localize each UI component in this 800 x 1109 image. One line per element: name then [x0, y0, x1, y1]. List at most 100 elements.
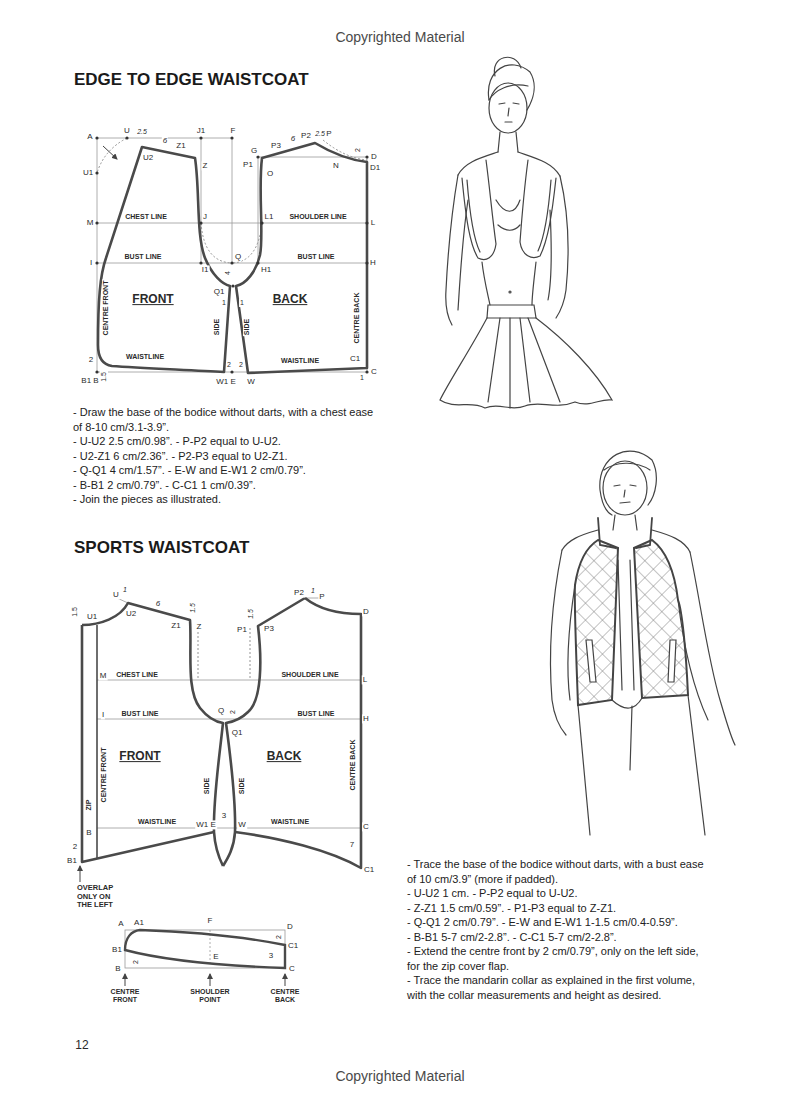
- point-label: C: [370, 367, 378, 376]
- axis-note: OVERLAP ONLY ON THE LEFT: [76, 884, 128, 910]
- instruction-note: - Z-Z1 1.5 cm/0.59”. - P1-P3 equal to Z-…: [407, 901, 712, 916]
- instruction-note: - Trace the base of the bodice without d…: [407, 857, 712, 886]
- watermark: Copyrighted Material: [335, 1068, 464, 1084]
- point-label: 3: [221, 811, 227, 820]
- point-label: WAISTLINE: [280, 357, 320, 365]
- point-label: B: [114, 964, 121, 973]
- point-label: 2: [88, 355, 94, 364]
- point-label: U2: [142, 153, 154, 162]
- point-label: 6: [155, 599, 161, 608]
- point-label: E: [212, 952, 219, 961]
- instruction-note: - B-B1 2 cm/0.79”. - C-C1 1 cm/0.39”.: [73, 478, 378, 493]
- point-label: C: [288, 964, 296, 973]
- point-label: I: [101, 710, 105, 719]
- point-label: P2: [300, 131, 312, 140]
- fashion-sketch: [550, 451, 735, 835]
- point-label: N: [332, 161, 340, 170]
- point-label: I: [89, 258, 93, 267]
- point-label: 1: [122, 586, 128, 594]
- instruction-note: - U2-Z1 6 cm/2.36”. - P2-P3 equal to U2-…: [73, 449, 378, 464]
- point-label: Z: [202, 161, 209, 170]
- point-label: 1: [310, 587, 316, 595]
- point-label: CENTRE BACK: [349, 739, 357, 792]
- point-label: 1.5: [71, 606, 79, 618]
- zip-line: [96, 625, 98, 858]
- point-label: 2: [238, 361, 244, 369]
- instruction-note: - Q-Q1 4 cm/1.57”. - E-W and E-W1 2 cm/0…: [73, 463, 378, 478]
- point-label: F: [207, 916, 214, 925]
- point-label: BUST LINE: [297, 710, 336, 718]
- point-label: 6: [290, 134, 296, 143]
- point-label: SIDE: [243, 318, 251, 336]
- point-label: U2: [125, 609, 137, 618]
- point-label: 2: [72, 842, 78, 851]
- point-label: 2: [229, 709, 237, 715]
- section-heading: SPORTS WAISTCOAT: [74, 538, 249, 558]
- point-label: B1: [111, 945, 123, 954]
- pattern-outline: [82, 598, 361, 868]
- axis-note: CENTRE BACK: [264, 988, 306, 1004]
- axis-note: SHOULDER POINT: [184, 988, 236, 1004]
- point-label: CENTRE FRONT: [102, 280, 110, 337]
- arrow: [103, 146, 117, 159]
- point-label: A: [117, 919, 124, 928]
- point-label: 1: [221, 299, 227, 307]
- point-label: Q1: [213, 287, 226, 296]
- point-label: Z: [196, 622, 203, 631]
- point-label: 1: [359, 374, 365, 382]
- arrow: [125, 974, 285, 986]
- point-label: 7: [349, 840, 355, 849]
- point-label: W: [237, 820, 247, 829]
- point-label: Z1: [175, 141, 186, 150]
- point-label: P: [325, 129, 332, 138]
- point-dots: [95, 136, 368, 373]
- point-label: 1.5: [247, 608, 255, 620]
- point-label: C: [362, 822, 370, 831]
- page-number: 12: [75, 1039, 88, 1053]
- point-label: 1.5: [189, 602, 197, 614]
- instruction-note: - B-B1 5-7 cm/2-2.8”. - C-C1 5-7 cm/2-2.…: [407, 930, 712, 945]
- point-label: P1: [236, 625, 248, 634]
- instruction-note: - Draw the base of the bodice without da…: [73, 405, 378, 434]
- point-label: CENTRE FRONT: [100, 747, 108, 804]
- point-label: D1: [369, 163, 381, 172]
- point-label: W: [246, 377, 256, 386]
- section-heading: EDGE TO EDGE WAISTCOAT: [74, 70, 309, 90]
- point-label: H: [362, 714, 370, 723]
- point-label: J: [202, 212, 208, 221]
- guide-lines: [97, 138, 367, 372]
- point-label: 3: [268, 951, 274, 960]
- point-label: U1: [86, 612, 98, 621]
- point-label: L1: [264, 212, 275, 221]
- point-label: SHOULDER LINE: [280, 671, 339, 679]
- point-label: O: [266, 169, 274, 178]
- point-label: CHEST LINE: [124, 213, 168, 221]
- point-label: I1: [201, 265, 210, 274]
- point-label: 2: [132, 959, 140, 965]
- point-label: BUST LINE: [121, 710, 160, 718]
- instruction-note: - U-U2 2.5 cm/0.98”. - P-P2 equal to U-U…: [73, 434, 378, 449]
- point-label: W1 E: [195, 820, 217, 829]
- point-label: P2: [293, 588, 305, 597]
- point-label: WAISTLINE: [125, 353, 165, 361]
- piece-name: BACK: [266, 750, 303, 764]
- instruction-list: - Draw the base of the bodice without da…: [73, 405, 378, 507]
- point-label: CENTRE BACK: [353, 292, 361, 345]
- point-label: U1: [82, 168, 94, 177]
- instruction-note: - Extend the centre front by 2 cm/0.79”,…: [407, 944, 712, 973]
- point-label: B1: [66, 856, 78, 865]
- point-label: U: [112, 590, 120, 599]
- point-label: BUST LINE: [124, 253, 163, 261]
- point-label: 2.5: [136, 128, 148, 136]
- point-label: W1 E: [215, 377, 237, 386]
- point-label: B: [85, 828, 92, 837]
- axis-note: CENTRE FRONT: [104, 988, 146, 1004]
- point-label: P1: [242, 160, 254, 169]
- instruction-list: - Trace the base of the bodice without d…: [407, 857, 712, 1002]
- point-label: L: [362, 675, 368, 684]
- point-label: D: [370, 152, 378, 161]
- point-label: WAISTLINE: [270, 818, 310, 826]
- point-label: D: [286, 922, 294, 931]
- point-label: H1: [260, 265, 272, 274]
- point-label: 1: [239, 299, 245, 307]
